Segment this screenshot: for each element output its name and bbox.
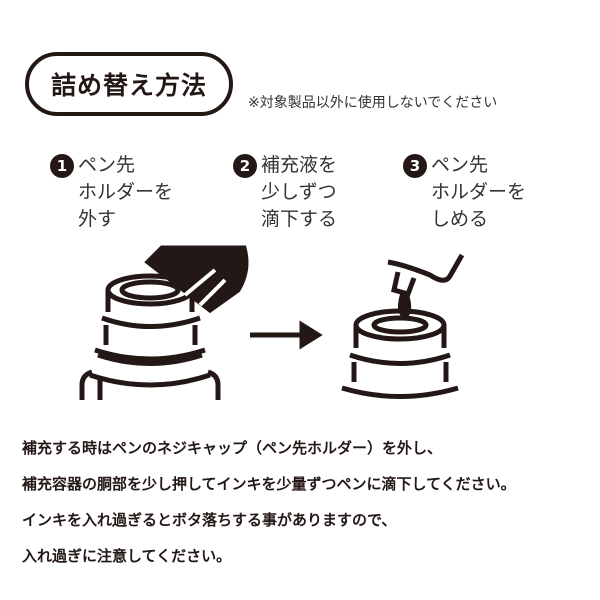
step-2: 2 補充液を 少しずつ 滴下する (233, 152, 337, 233)
instruction-line: 補充する時はペンのネジキャップ（ペン先ホルダー）を外し、 (22, 439, 443, 457)
arrow-right-icon (250, 320, 323, 350)
step-number-badge: 2 (233, 154, 257, 178)
instruction-line: インキを入れ過ぎるとボタ落ちする事がありますので、 (22, 511, 397, 529)
step-text: 補充液を 少しずつ 滴下する (261, 154, 338, 230)
step-1: 1 ペン先 ホルダーを 外す (50, 152, 173, 233)
usage-note: ※対象製品以外に使用しないでください (248, 95, 498, 111)
section-title-text: 詰め替え方法 (50, 71, 207, 100)
step-text: ペン先 ホルダーを 外す (78, 154, 174, 230)
instruction-line: 入れ過ぎに注意してください。 (22, 547, 232, 565)
step-text: ペン先 ホルダーを しめる (431, 154, 527, 230)
pen-holder-icon (144, 245, 249, 314)
step-number-badge: 3 (403, 154, 427, 178)
step-3: 3 ペン先 ホルダーを しめる (403, 152, 526, 233)
section-title: 詰め替え方法 (25, 52, 233, 116)
bottle-open-icon (79, 273, 221, 400)
step-number-badge: 1 (50, 154, 74, 178)
refill-illustration (79, 245, 465, 400)
instruction-line: 補充容器の胴部を少し押してインキを少量ずつペンに滴下してください。 (22, 475, 516, 493)
refill-bottle-drop-icon (341, 253, 465, 399)
instructions: 補充する時はペンのネジキャップ（ペン先ホルダー）を外し、 補充容器の胴部を少し押… (22, 430, 516, 574)
